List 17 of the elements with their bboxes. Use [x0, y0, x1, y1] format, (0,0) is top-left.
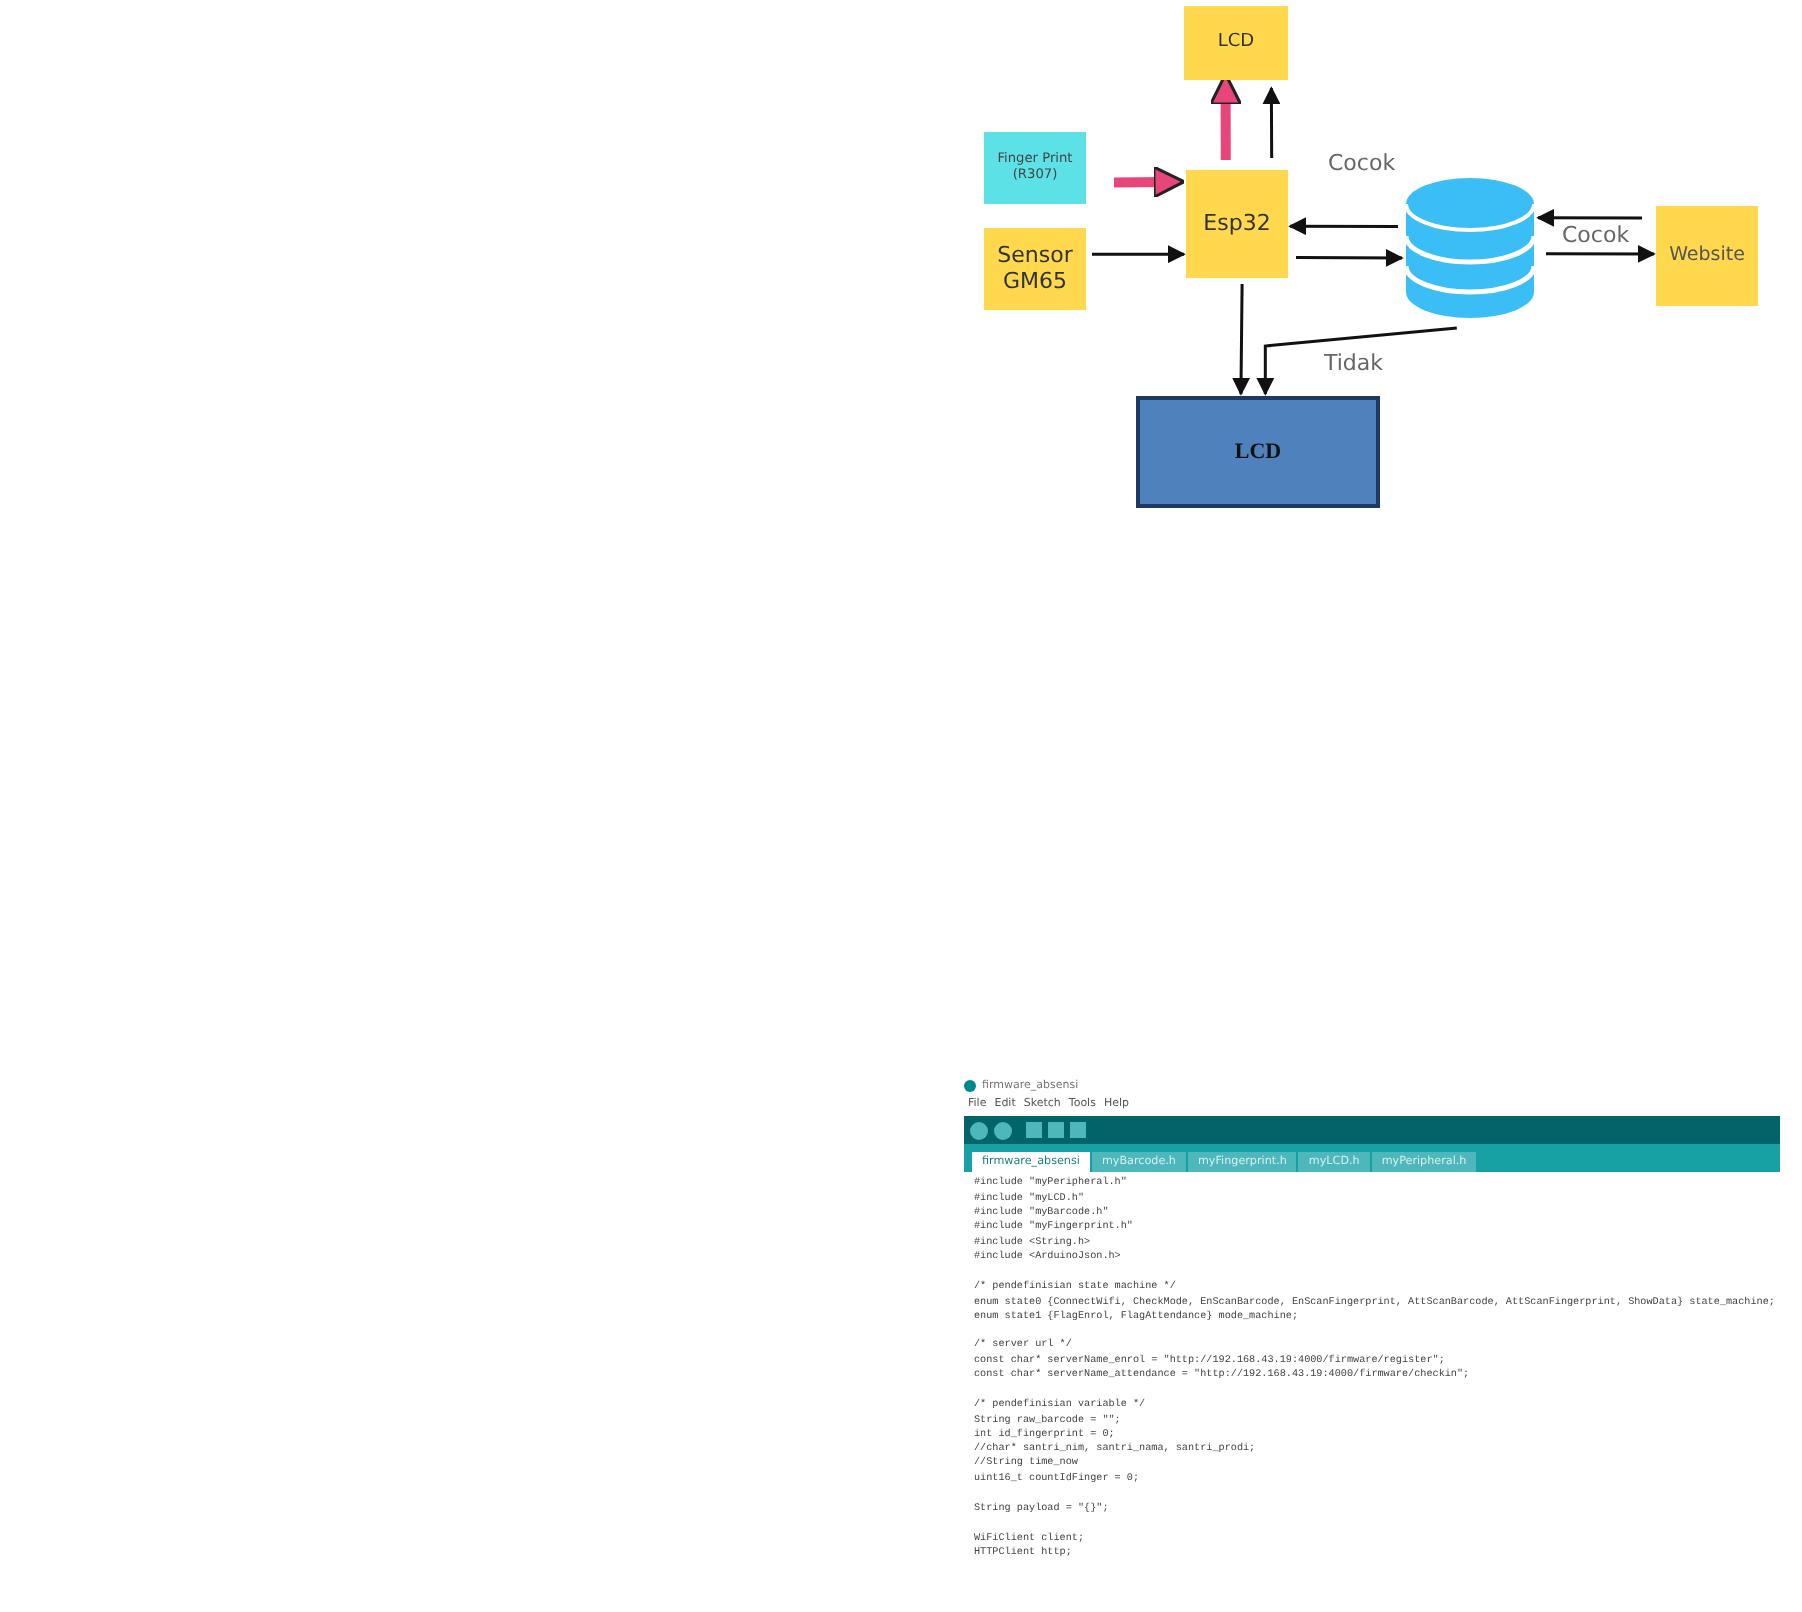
component-box: LCD	[1136, 396, 1380, 508]
arrow	[1288, 217, 1398, 236]
component-box: Esp32	[1186, 170, 1288, 278]
edge-label: Tidak	[1322, 352, 1386, 377]
component-box: LCD	[1184, 6, 1288, 80]
edge-label: Cocok	[1326, 152, 1398, 177]
arrow	[1092, 245, 1186, 264]
component-box: Sensor GM65	[984, 228, 1086, 310]
arrow	[1536, 208, 1642, 227]
edge-label: Cocok	[1560, 224, 1632, 249]
arrow	[1546, 244, 1656, 263]
arrow	[1232, 284, 1251, 396]
component-box: Website	[1656, 206, 1758, 306]
arrow	[1113, 165, 1186, 199]
arrow	[1296, 249, 1404, 267]
arrow	[1256, 326, 1457, 396]
arrow	[1262, 86, 1281, 158]
